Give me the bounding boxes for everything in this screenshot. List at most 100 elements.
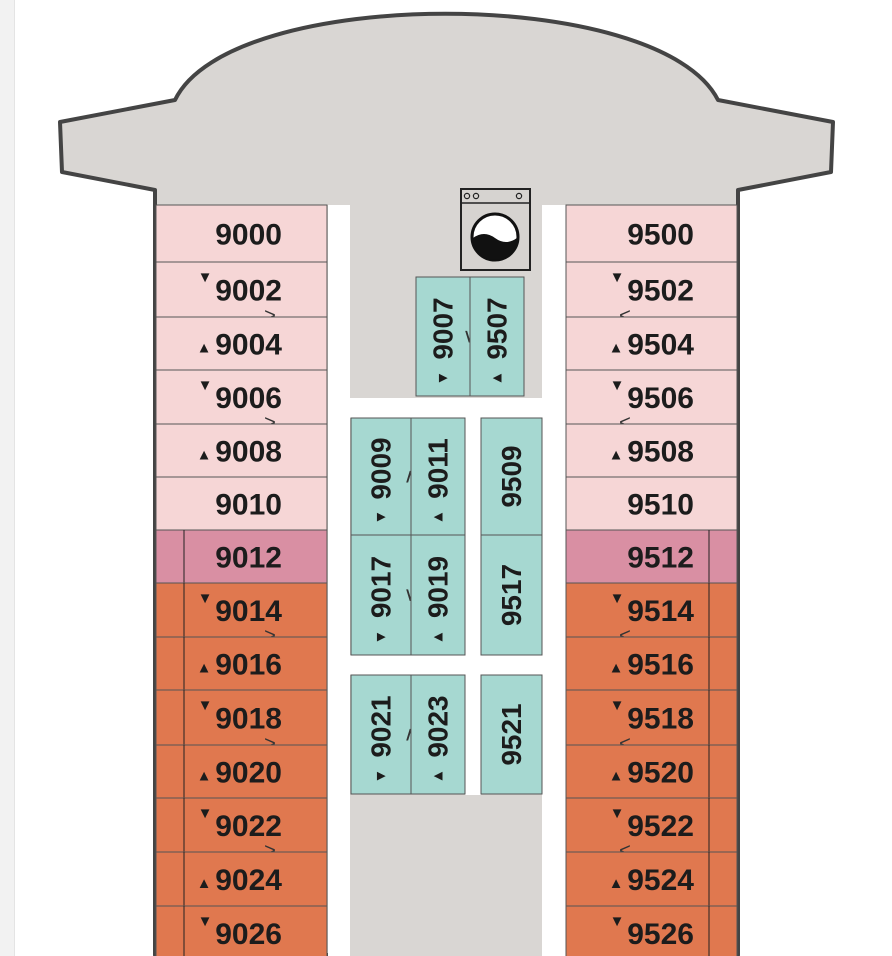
cabin-9514[interactable]: 9514▼<	[565, 582, 738, 647]
cabin-9009[interactable]: 9009▼∧	[350, 417, 418, 536]
cabin-9014[interactable]: 9014▼>	[155, 582, 328, 647]
cabin-number: 9022	[215, 810, 282, 843]
cabin-number: 9507	[482, 297, 513, 359]
cabin-9019[interactable]: 9019▲	[410, 534, 466, 656]
cabin-9026[interactable]: 9026▼	[155, 905, 328, 956]
cabin-9004[interactable]: 9004▲	[155, 316, 328, 371]
washer-water	[473, 234, 517, 260]
cabin-number: 9510	[627, 489, 694, 522]
cabin-9021[interactable]: 9021▼∧	[350, 674, 418, 795]
connecting-marker: ▲	[197, 340, 212, 357]
cabin-9524[interactable]: 9524▲	[565, 851, 738, 907]
cabin-9520[interactable]: 9520▲	[565, 744, 738, 799]
connecting-door-arrow: >	[264, 305, 276, 327]
cabin-cell[interactable]	[480, 417, 543, 536]
cabin-cell[interactable]	[155, 261, 328, 318]
cabin-9017[interactable]: 9017▼∨	[350, 534, 418, 656]
mid-aisle-2	[465, 675, 481, 795]
cabin-cell[interactable]	[155, 476, 328, 531]
cabin-number: 9504	[627, 329, 694, 362]
cabin-9526[interactable]: 9526▼	[565, 905, 738, 956]
connecting-marker: ▲	[430, 510, 447, 525]
cabin-9012[interactable]: 9012	[155, 529, 328, 584]
cabin-number: 9502	[627, 275, 694, 308]
cabin-9509[interactable]: 9509	[480, 417, 543, 536]
cabin-9018[interactable]: 9018▼ >	[155, 689, 328, 755]
cabin-9510[interactable]: 9510	[565, 476, 738, 531]
cabin-9512[interactable]: 9512	[565, 529, 738, 584]
cabin-number: 9006	[215, 382, 282, 415]
cabin-cell[interactable]	[480, 534, 543, 656]
cabin-number: 9014	[215, 595, 282, 628]
cabin-number: 9506	[627, 382, 694, 415]
connecting-marker: ▲	[197, 447, 212, 464]
cabin-9023[interactable]: 9023▲	[410, 674, 466, 795]
cabin-9507[interactable]: 9507▲	[469, 276, 525, 397]
cabin-number: 9018	[215, 703, 282, 736]
cabin-number: 9020	[215, 757, 282, 790]
cabin-number: 9010	[215, 489, 282, 522]
cabin-number: 9524	[627, 864, 694, 897]
cabin-9016[interactable]: 9016▲	[155, 636, 328, 691]
connecting-marker: ▲	[197, 875, 212, 892]
connecting-door-arrow: >	[264, 625, 276, 647]
cabin-9517[interactable]: 9517	[480, 534, 543, 656]
cabin-9024[interactable]: 9024▲	[155, 851, 328, 907]
connecting-marker: ▼	[373, 769, 390, 784]
cabin-cell[interactable]	[155, 369, 328, 425]
cabin-cell[interactable]	[565, 369, 738, 425]
cabin-cell[interactable]	[155, 316, 328, 371]
cabin-9020[interactable]: 9020▲	[155, 744, 328, 799]
left-margin-strip	[0, 0, 15, 956]
cabin-cell[interactable]	[480, 674, 543, 795]
cabin-9518[interactable]: 9518▼<	[565, 689, 738, 755]
cabin-9011[interactable]: 9011▲	[410, 417, 466, 536]
connecting-marker: ▼	[198, 697, 213, 714]
connecting-door-arrow: >	[264, 412, 276, 434]
cabin-number: 9009	[366, 437, 397, 499]
cabin-cell[interactable]	[155, 423, 328, 478]
cabin-9502[interactable]: 9502▼<	[565, 261, 738, 327]
cabin-9008[interactable]: 9008▲	[155, 423, 328, 478]
cabin-cell[interactable]	[565, 316, 738, 371]
cabin-cell[interactable]	[565, 261, 738, 318]
cabin-cell[interactable]	[410, 417, 466, 536]
cabin-cell[interactable]	[155, 204, 328, 263]
cabin-number: 9008	[215, 436, 282, 469]
cabin-9002[interactable]: 9002▼>	[155, 261, 328, 327]
cabin-cell[interactable]	[565, 476, 738, 531]
connecting-door-arrow: <	[619, 412, 631, 434]
cabin-cell[interactable]	[410, 534, 466, 656]
cross-aisle-2	[350, 655, 542, 675]
connecting-door-arrow: >	[264, 733, 276, 755]
cabin-9504[interactable]: 9504▲	[565, 316, 738, 371]
cabin-number: 9016	[215, 649, 282, 682]
cabin-9508[interactable]: 9508▲	[565, 423, 738, 478]
cabin-number: 9522	[627, 810, 694, 843]
cabin-9010[interactable]: 9010	[155, 476, 328, 531]
cabin-number: 9004	[215, 329, 282, 362]
cabin-9007[interactable]: 9007▼∨	[415, 276, 477, 397]
cabin-cell[interactable]	[350, 674, 412, 795]
cabin-9506[interactable]: 9506▼<	[565, 369, 738, 434]
cabin-9521[interactable]: 9521	[480, 674, 543, 795]
cabin-number: 9019	[423, 556, 454, 618]
cabin-number: 9517	[496, 564, 527, 626]
cabin-9500[interactable]: 9500	[565, 204, 738, 263]
cabin-9000[interactable]: 9000	[155, 204, 328, 263]
cabin-cell[interactable]	[565, 423, 738, 478]
connecting-marker: ▲	[609, 447, 624, 464]
cabin-9006[interactable]: 9006▼>	[155, 369, 328, 434]
cabin-9522[interactable]: 9522▼<	[565, 797, 738, 862]
connecting-marker: ▼	[610, 697, 625, 714]
cabin-cell[interactable]	[469, 276, 525, 397]
cabin-9516[interactable]: 9516▲	[565, 636, 738, 691]
cabin-cell[interactable]	[350, 417, 412, 536]
cabin-number: 9021	[366, 695, 397, 757]
connecting-marker: ▲	[609, 768, 624, 785]
cabin-cell[interactable]	[565, 204, 738, 263]
connecting-marker: ▼	[610, 805, 625, 822]
cabin-cell[interactable]	[410, 674, 466, 795]
cabin-cell[interactable]	[415, 276, 471, 397]
